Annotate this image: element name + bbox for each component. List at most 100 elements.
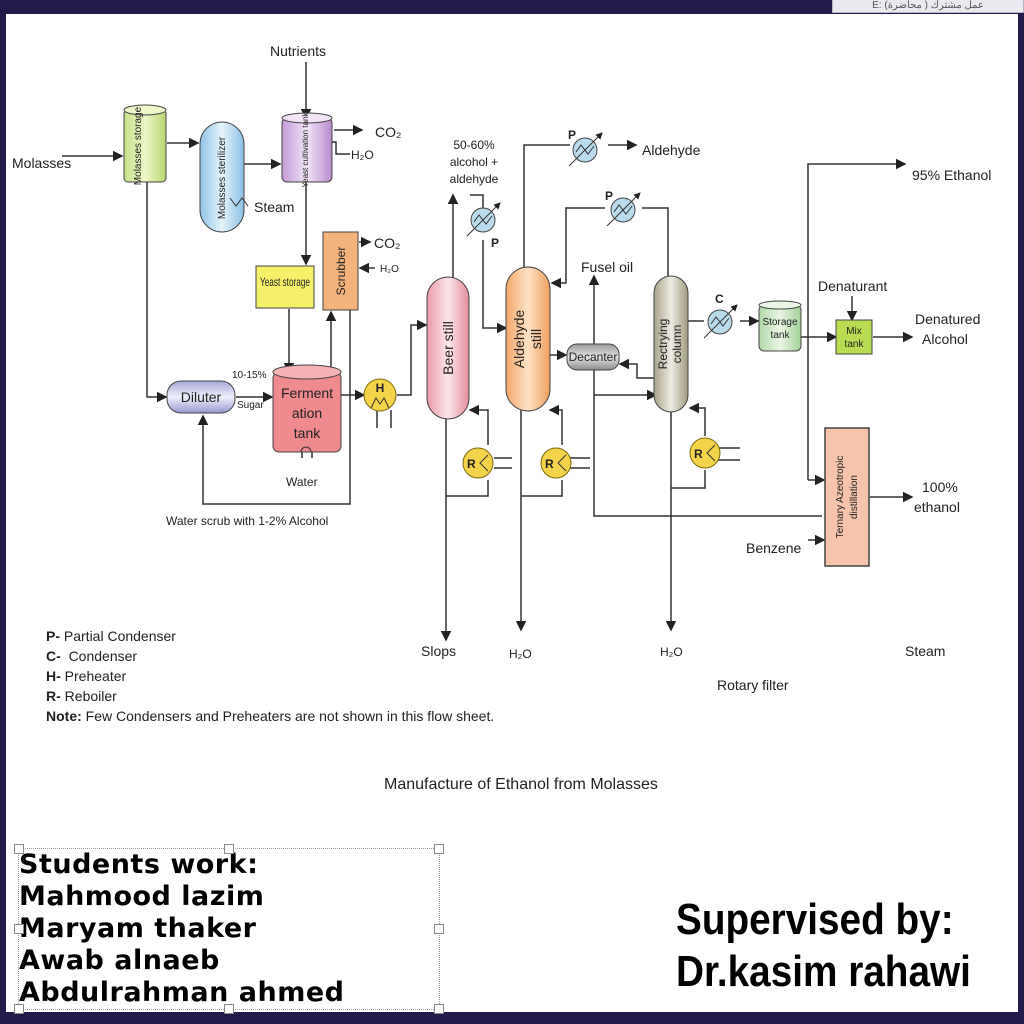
resize-handle[interactable] bbox=[434, 1004, 444, 1014]
condenser-tag: C bbox=[715, 292, 724, 306]
reboiler-3: R bbox=[689, 437, 721, 469]
yeast-storage-label: Yeast storage bbox=[260, 275, 310, 289]
ethanol-95-label: 95% Ethanol bbox=[912, 167, 991, 183]
partial-condenser-tag-3: P bbox=[605, 189, 613, 203]
denatured-alcohol-label-1: Denatured bbox=[915, 311, 980, 327]
legend: P- Partial Condenser C- Condenser H- Pre… bbox=[46, 626, 494, 726]
reboiler-tag-3: R bbox=[694, 447, 703, 461]
h2o-label-3: H₂O bbox=[509, 647, 532, 661]
nutrients-label: Nutrients bbox=[270, 43, 326, 59]
partial-condenser-tag-2: P bbox=[568, 128, 576, 142]
denaturant-label: Denaturant bbox=[818, 278, 887, 294]
partial-condenser-tag-1: P bbox=[491, 236, 499, 250]
process-flow-diagram: Molasses storage Molasses sterilizer Yea… bbox=[12, 43, 991, 693]
benzene-label: Benzene bbox=[746, 540, 801, 556]
co2-label-2: CO₂ bbox=[374, 235, 400, 251]
storage-tank-label-2: tank bbox=[771, 330, 791, 341]
legend-note: Note: Few Condensers and Preheaters are … bbox=[46, 708, 495, 724]
supervisor-heading: Supervised by: bbox=[676, 895, 954, 944]
h2o-label-2: H₂O bbox=[380, 264, 399, 275]
resize-handle[interactable] bbox=[224, 1004, 234, 1014]
students-text-box[interactable]: Students work: Mahmood lazim Maryam thak… bbox=[14, 844, 444, 1014]
partial-condenser-3: P bbox=[605, 189, 641, 227]
ternary-azeotropic-distillation: Ternary Azeotropic distillation bbox=[824, 427, 870, 567]
fermentation-tank: Ferment ation tank bbox=[272, 364, 342, 453]
water-label: Water bbox=[286, 475, 318, 489]
storage-tank: Storage tank bbox=[758, 300, 802, 352]
mix-tank-label-1: Mix bbox=[846, 326, 862, 337]
aldehyde-still-label-1: Aldehyde bbox=[511, 310, 527, 369]
alcohol-aldehyde-label-3: aldehyde bbox=[450, 172, 499, 186]
student-name: Awab alnaeb bbox=[19, 945, 220, 976]
aldehyde-still-label-2: still bbox=[528, 329, 544, 349]
ternary-label-2: distillation bbox=[849, 475, 860, 519]
ethanol-100-label-1: 100% bbox=[922, 479, 958, 495]
alcohol-aldehyde-label-2: alcohol + bbox=[450, 155, 498, 169]
mix-tank-label-2: tank bbox=[845, 339, 865, 350]
reboiler-tag-2: R bbox=[545, 457, 554, 471]
legend-item: C- Condenser bbox=[46, 648, 138, 664]
denatured-alcohol-label-2: Alcohol bbox=[922, 331, 968, 347]
resize-handle[interactable] bbox=[14, 924, 24, 934]
partial-condenser-2: P bbox=[568, 128, 603, 167]
legend-item: H- Preheater bbox=[46, 668, 127, 684]
h2o-label-1: H₂O bbox=[351, 148, 374, 162]
h2o-label-4: H₂O bbox=[660, 645, 683, 659]
co2-label-1: CO₂ bbox=[375, 124, 401, 140]
resize-handle[interactable] bbox=[224, 844, 234, 854]
fermentation-label-1: Ferment bbox=[281, 385, 333, 401]
molasses-storage-label: Molasses storage bbox=[133, 106, 144, 185]
slide-canvas: Molasses storage Molasses sterilizer Yea… bbox=[6, 14, 1018, 1014]
molasses-input-label: Molasses bbox=[12, 155, 71, 171]
student-name: Mahmood lazim bbox=[19, 881, 265, 912]
diluter-label: Diluter bbox=[181, 389, 222, 405]
yeast-cultivation-label: Yeast cultivation tank bbox=[301, 112, 310, 188]
condenser: C bbox=[703, 292, 738, 339]
rectifying-column: Rectrying column bbox=[653, 275, 689, 413]
reboiler-2: R bbox=[540, 447, 572, 479]
rotary-filter-label: Rotary filter bbox=[717, 677, 789, 693]
resize-handle[interactable] bbox=[14, 844, 24, 854]
water-scrub-label: Water scrub with 1-2% Alcohol bbox=[166, 514, 328, 528]
diagram-title: Manufacture of Ethanol from Molasses bbox=[384, 776, 658, 793]
scrubber: Scrubber bbox=[322, 231, 359, 311]
rectifying-label-2: column bbox=[670, 325, 684, 364]
rectifying-label-1: Rectrying bbox=[656, 319, 670, 370]
resize-handle[interactable] bbox=[14, 1004, 24, 1014]
mix-tank: Mix tank bbox=[835, 319, 873, 355]
storage-tank-label-1: Storage bbox=[762, 317, 797, 328]
resize-handle[interactable] bbox=[434, 924, 444, 934]
molasses-sterilizer: Molasses sterilizer bbox=[199, 121, 249, 233]
decanter: Decanter bbox=[566, 343, 620, 371]
beer-still: Beer still bbox=[426, 276, 470, 420]
sugar-percent-label: 10-15% bbox=[232, 370, 267, 381]
student-name: Abdulrahman ahmed bbox=[19, 977, 345, 1008]
resize-handle[interactable] bbox=[434, 844, 444, 854]
alcohol-aldehyde-label-1: 50-60% bbox=[453, 138, 495, 152]
supervisor-name: Dr.kasim rahawi bbox=[676, 947, 971, 996]
aldehyde-output-label: Aldehyde bbox=[642, 142, 701, 158]
yeast-cultivation-tank: Yeast cultivation tank bbox=[281, 112, 333, 188]
legend-item: P- Partial Condenser bbox=[46, 628, 176, 644]
ethanol-100-label-2: ethanol bbox=[914, 499, 960, 515]
steam-input-label: Steam bbox=[254, 199, 294, 215]
aldehyde-still: Aldehyde still bbox=[505, 266, 551, 412]
slops-label: Slops bbox=[421, 643, 456, 659]
fermentation-label-2: ation bbox=[292, 405, 322, 421]
preheater: H bbox=[363, 378, 397, 412]
diluter: Diluter bbox=[166, 380, 236, 414]
molasses-storage-tank: Molasses storage bbox=[123, 104, 167, 185]
fermentation-label-3: tank bbox=[294, 425, 321, 441]
pipe-network bbox=[62, 62, 914, 642]
sugar-label: Sugar bbox=[237, 400, 264, 411]
partial-condenser-1: P bbox=[466, 202, 501, 250]
reboiler-1: R bbox=[462, 447, 494, 479]
decanter-label: Decanter bbox=[569, 350, 618, 364]
beer-still-label: Beer still bbox=[440, 321, 456, 375]
legend-item: R- Reboiler bbox=[46, 688, 117, 704]
molasses-sterilizer-label: Molasses sterilizer bbox=[217, 136, 228, 219]
reboiler-tag-1: R bbox=[467, 457, 476, 471]
window-tab[interactable]: E: (محاضرة ) عمل مشترك bbox=[832, 0, 1024, 13]
preheater-tag: H bbox=[376, 381, 385, 395]
steam-output-label: Steam bbox=[905, 643, 945, 659]
